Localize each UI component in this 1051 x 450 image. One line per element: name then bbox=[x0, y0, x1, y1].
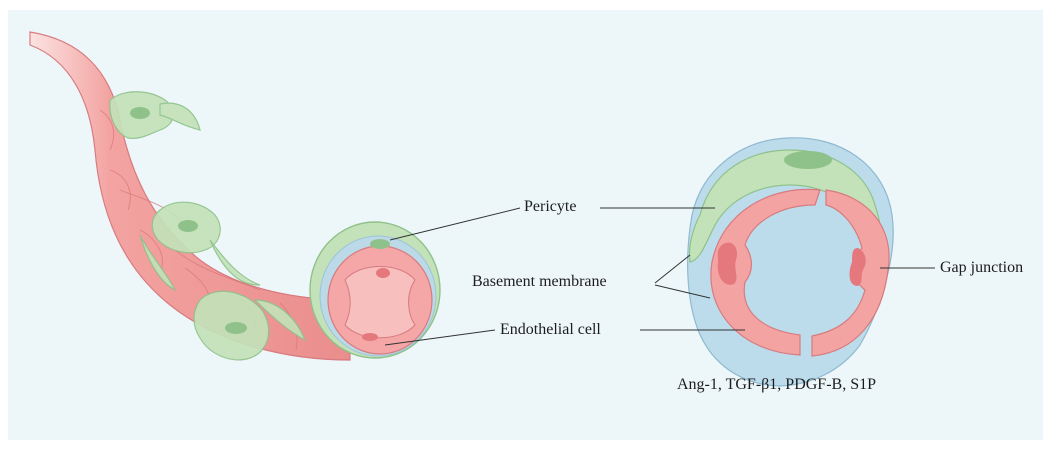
endothelial-cell-label: Endothelial cell bbox=[500, 321, 601, 339]
gap-junction-label: Gap junction bbox=[940, 259, 1023, 277]
basement-membrane-leader-upper bbox=[655, 255, 690, 283]
pericyte-nucleus bbox=[784, 151, 832, 169]
pericyte-label: Pericyte bbox=[524, 198, 576, 216]
signaling-factors-label: Ang-1, TGF-β1, PDGF-B, S1P bbox=[677, 376, 876, 394]
capillary-tube bbox=[30, 32, 350, 360]
capillary-end-cap bbox=[310, 222, 440, 358]
capillary-illustration bbox=[30, 32, 440, 360]
basement-membrane-label: Basement membrane bbox=[472, 273, 607, 291]
cross-section-illustration bbox=[688, 138, 894, 386]
pericyte-leader-left bbox=[390, 208, 520, 240]
